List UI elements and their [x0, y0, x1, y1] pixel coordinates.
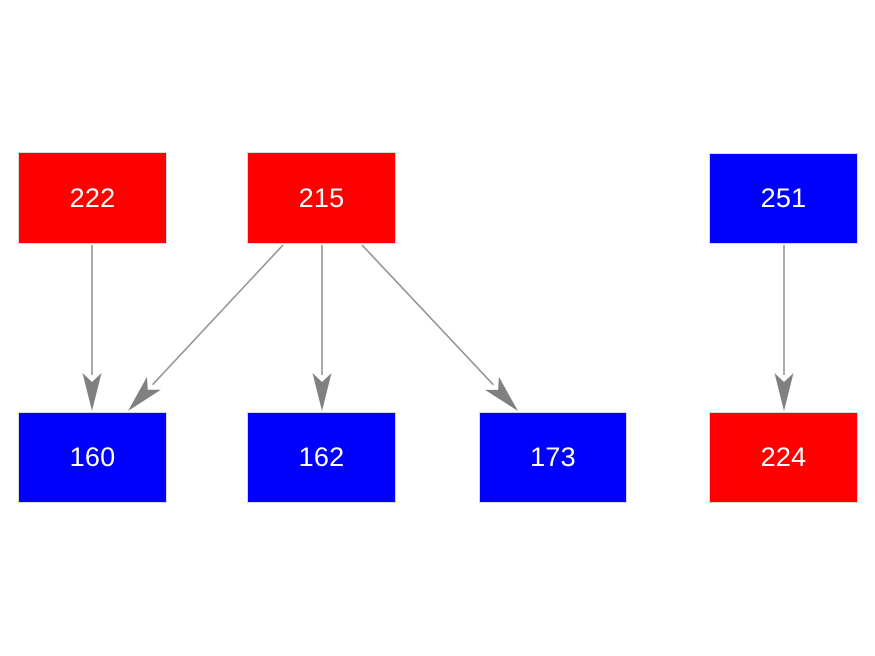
- node-label: 251: [760, 183, 807, 213]
- edge-215-to-160: [128, 244, 284, 411]
- node-160[interactable]: 160: [18, 412, 167, 503]
- node-label: 160: [69, 442, 116, 472]
- node-222[interactable]: 222: [18, 152, 167, 244]
- node-label: 215: [298, 182, 345, 213]
- node-173[interactable]: 173: [479, 412, 627, 503]
- edge-222-to-160: [82, 245, 102, 411]
- edge-line: [151, 244, 284, 386]
- edge-215-to-173: [361, 244, 518, 411]
- node-251[interactable]: 251: [709, 153, 858, 244]
- arrowhead-icon: [82, 373, 102, 411]
- edge-line: [361, 244, 494, 386]
- node-label: 173: [530, 442, 576, 472]
- node-224[interactable]: 224: [709, 412, 858, 503]
- arrowhead-icon: [485, 376, 518, 411]
- arrowhead-icon: [128, 376, 161, 411]
- node-215[interactable]: 215: [247, 152, 396, 244]
- arrowhead-icon: [774, 373, 794, 411]
- node-label: 222: [69, 182, 116, 213]
- node-label: 224: [760, 442, 807, 472]
- arrowhead-icon: [312, 373, 332, 411]
- edge-251-to-224: [774, 245, 794, 411]
- edge-215-to-162: [312, 245, 332, 411]
- node-label: 162: [298, 442, 345, 472]
- node-162[interactable]: 162: [247, 412, 396, 503]
